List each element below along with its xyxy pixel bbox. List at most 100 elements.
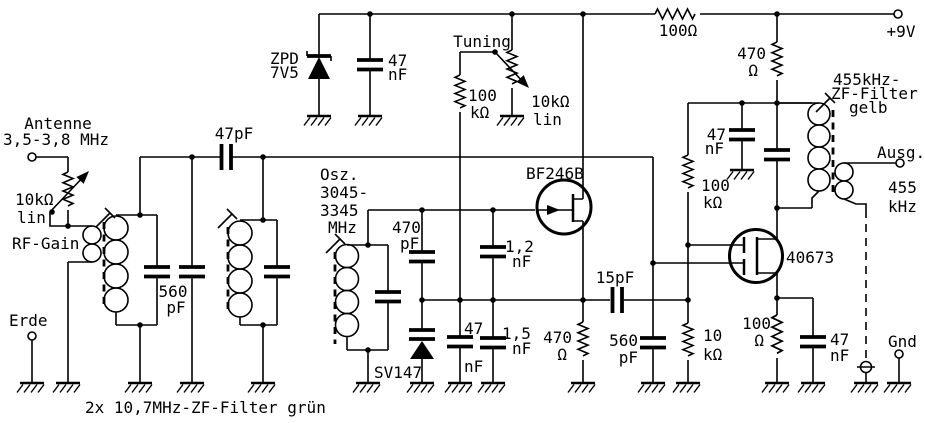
label-40673: 40673 xyxy=(786,248,834,267)
cap-osc-tank xyxy=(373,290,403,304)
label-1n5-unit: nF xyxy=(512,339,531,358)
label-out-freq: 455 xyxy=(888,178,917,197)
label-470drop-value: 470 xyxy=(737,44,766,63)
label-10k-unit: kΩ xyxy=(703,345,723,364)
label-100k-gate2-unit: kΩ xyxy=(703,193,723,212)
cap-1n2 xyxy=(478,245,508,259)
trimmer-arrow-1 xyxy=(95,207,116,228)
label-100source-value: 100 xyxy=(742,314,771,333)
label-10k-value: 10 xyxy=(703,326,722,345)
resistor-100k-gate2 xyxy=(682,154,694,189)
resistor-100k-tuning xyxy=(454,74,466,109)
if-transformer-455 xyxy=(807,92,854,200)
label-100source-unit: Ω xyxy=(754,331,764,350)
label-100k-tuning-unit: kΩ xyxy=(470,103,490,122)
label-47nf-gate2-value: 47 xyxy=(707,125,726,144)
if-transformer-1 xyxy=(82,207,129,313)
label-1n2-unit: nF xyxy=(512,252,531,271)
cap-47nf-gate2 xyxy=(727,128,757,142)
label-47nf-bias-unit: nF xyxy=(464,357,483,376)
junction-dots xyxy=(49,11,780,353)
resistor-100ohm-rail xyxy=(654,7,696,21)
cap-470pf xyxy=(407,250,437,264)
label-tuning-pot-value: 10kΩ xyxy=(531,92,570,111)
cap-560pf-tank1b xyxy=(177,265,207,279)
label-gnd: Gnd xyxy=(888,332,917,351)
jfet-bf246b xyxy=(535,178,593,236)
zener-zpd7v5 xyxy=(306,51,332,79)
label-erde: Erde xyxy=(9,311,48,330)
cap-560pf-tank2 xyxy=(262,265,292,279)
label-100k-gate2-value: 100 xyxy=(701,176,730,195)
resistor-470ohm-source xyxy=(577,321,589,357)
label-455filter-2: ZF-Filter xyxy=(831,84,918,103)
cap-560pf-tank1 xyxy=(142,265,172,279)
label-sv147: SV147 xyxy=(374,363,422,382)
resistor-470ohm-drop xyxy=(771,41,783,77)
cap-560pf-gate1 xyxy=(638,336,668,350)
resistor-10k-gate2 xyxy=(682,322,694,357)
supply-terminal xyxy=(893,9,903,19)
varicap-sv147 xyxy=(409,328,435,359)
label-osz-f1: 3045- xyxy=(320,183,368,202)
label-560pf-gate-unit: pF xyxy=(619,348,638,367)
label-47nf-source-value: 47 xyxy=(830,330,849,349)
gnd-terminal xyxy=(894,349,904,359)
label-47nf-source-unit: nF xyxy=(830,346,849,365)
output-wires xyxy=(777,102,900,383)
supply-rail-wires xyxy=(318,13,894,383)
label-470source-unit: Ω xyxy=(557,345,567,364)
label-supply-cap-value: 47 xyxy=(388,51,407,70)
label-47nf-gate2-unit: nF xyxy=(705,139,724,158)
label-out-unit: kHz xyxy=(888,197,917,216)
label-470source-value: 470 xyxy=(543,328,572,347)
label-rail-resistor: 100Ω xyxy=(659,21,698,40)
label-rf-gain: RF-Gain xyxy=(12,234,79,253)
cap-455-filter xyxy=(762,148,792,162)
text-labels: Antenne 3,5-3,8 MHz 10kΩ lin RF-Gain Erd… xyxy=(3,21,925,417)
terminals xyxy=(27,9,905,359)
output-terminal xyxy=(895,158,905,168)
label-supply-cap-unit: nF xyxy=(388,65,407,84)
erde-terminal xyxy=(27,331,37,341)
cap-47pf-coupling xyxy=(219,142,233,172)
label-antenne-range: 3,5-3,8 MHz xyxy=(3,130,109,149)
mosfet-40673 xyxy=(728,228,784,284)
label-470drop-unit: Ω xyxy=(748,61,758,80)
label-rf-pot-value: 10kΩ xyxy=(15,190,54,209)
trimmer-arrow-2 xyxy=(217,208,238,229)
resistor-100ohm-source xyxy=(771,314,783,355)
cap-47nf-bias xyxy=(445,335,475,349)
label-1n2-value: 1,2 xyxy=(505,237,534,256)
label-470pf-unit: pF xyxy=(400,234,419,253)
cap-15pf-injection xyxy=(610,285,624,315)
label-zener-voltage: 7V5 xyxy=(270,63,299,82)
label-1n5-value: 1,5 xyxy=(502,324,531,343)
jfet-gate-arrow xyxy=(547,205,560,215)
label-osz-unit: MHz xyxy=(328,218,357,237)
label-455filter-3: gelb xyxy=(849,98,888,117)
label-470pf-value: 470 xyxy=(392,218,421,237)
label-ausgang: Ausg. xyxy=(877,143,925,162)
label-filter-note: 2x 10,7MHz-ZF-Filter grün xyxy=(85,398,326,417)
shield-symbol xyxy=(859,360,873,374)
cap-47nf-source xyxy=(798,335,828,349)
label-rf-pot-lin: lin xyxy=(17,208,46,227)
label-47nf-bias-value: 47 xyxy=(464,319,483,338)
label-plus9v: +9V xyxy=(887,22,916,41)
label-100k-tuning-value: 100 xyxy=(468,86,497,105)
label-tuning-pot-lin: lin xyxy=(533,110,562,129)
label-15pf: 15pF xyxy=(596,268,635,287)
label-560pf-value: 560 xyxy=(159,282,188,301)
resistors xyxy=(62,7,783,357)
label-osz: Osz. xyxy=(320,165,359,184)
label-47pf: 47pF xyxy=(215,124,254,143)
label-tuning: Tuning xyxy=(453,32,511,51)
label-antenne: Antenne xyxy=(24,114,91,133)
label-455filter-1: 455kHz- xyxy=(833,70,900,89)
label-bf246b: BF246B xyxy=(526,164,584,183)
label-osz-f2: 3345 xyxy=(320,201,359,220)
label-560pf-unit: pF xyxy=(166,298,185,317)
